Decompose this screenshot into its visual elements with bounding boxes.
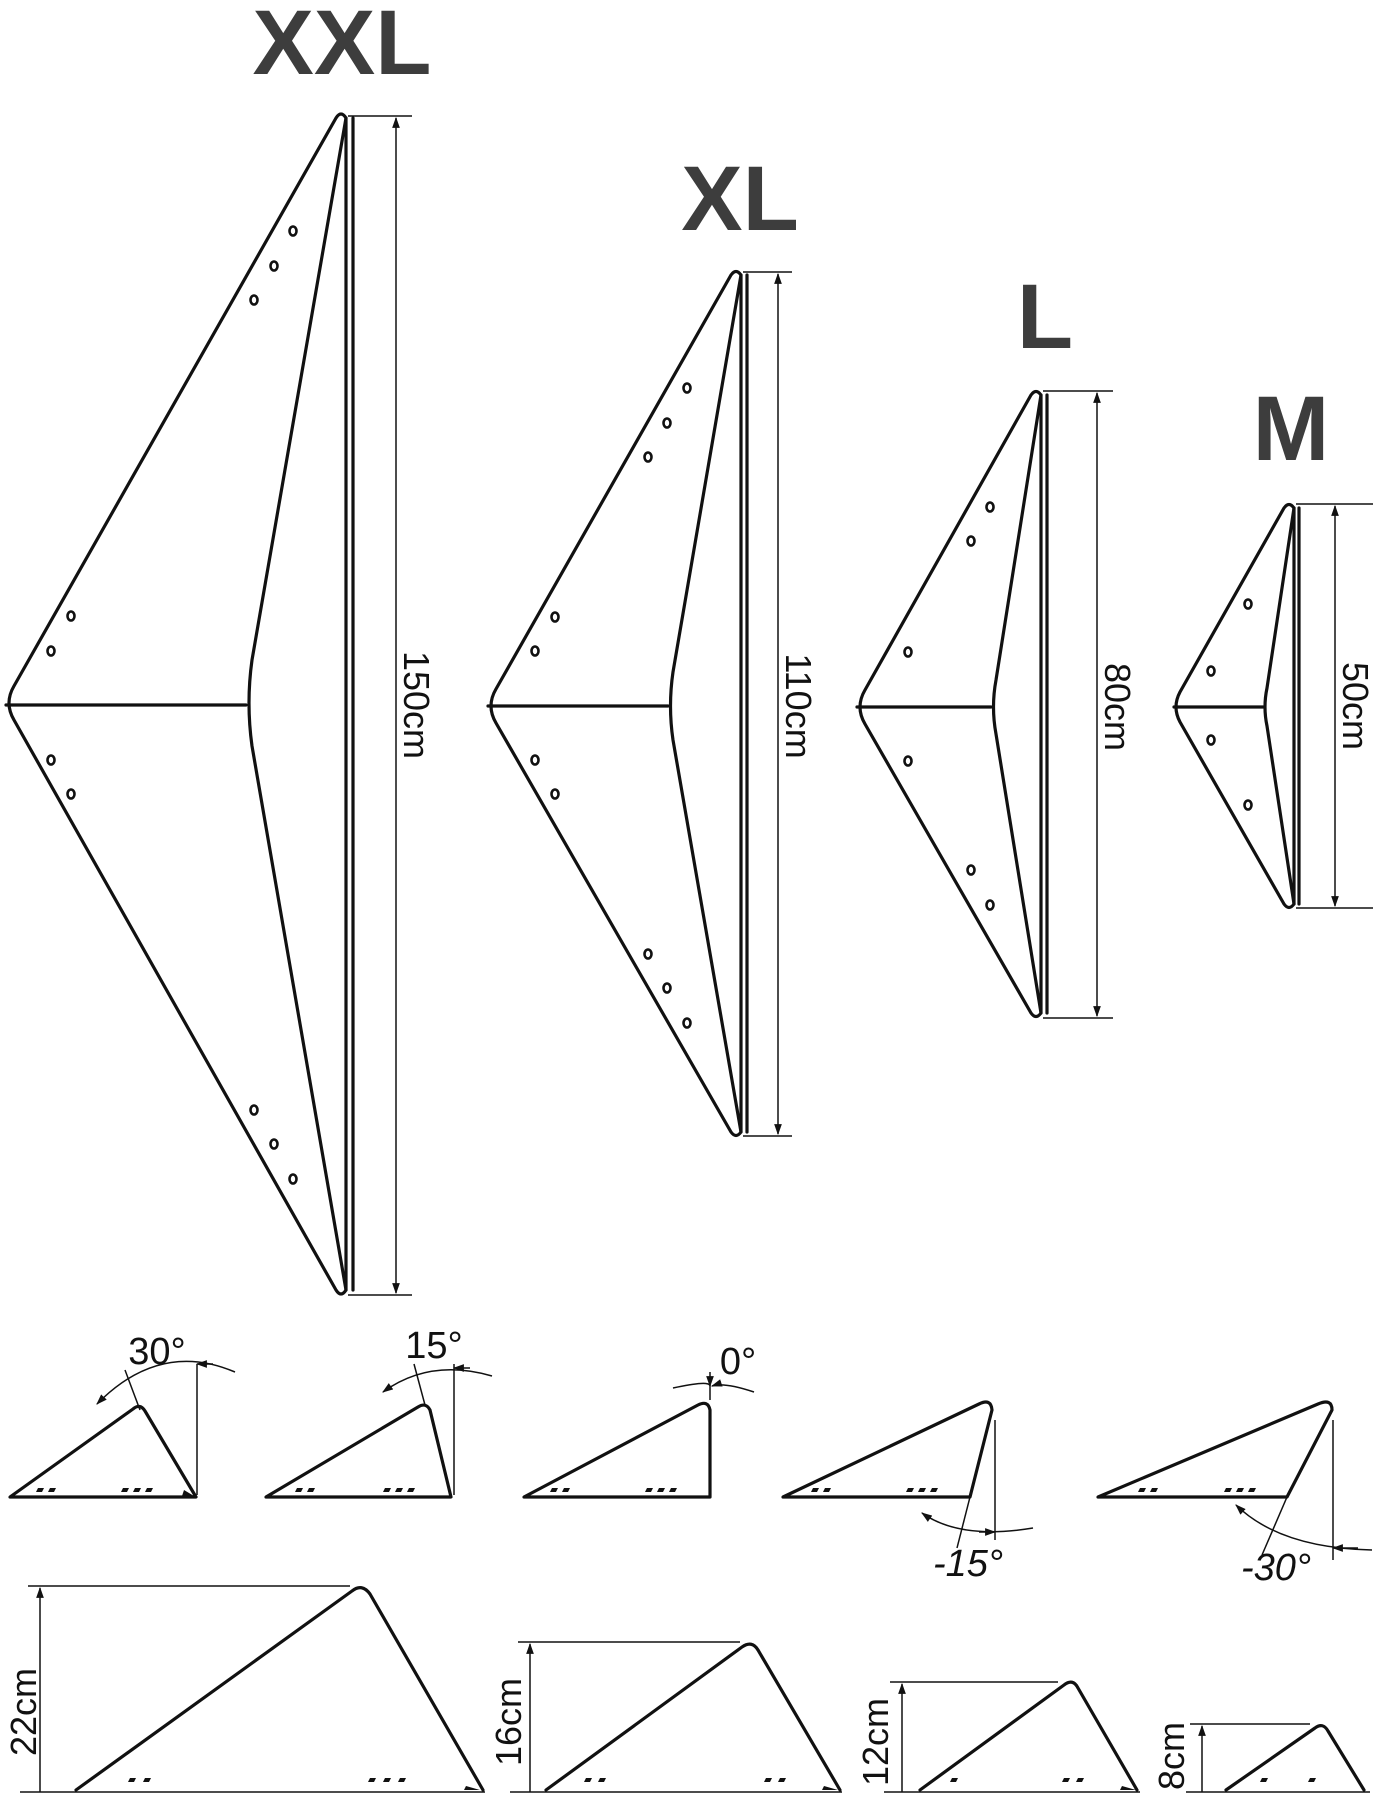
hold-m [1172,502,1373,910]
hold-xxl-screw-holes [46,225,298,1185]
angle-view-neg30: -30° [1096,1400,1373,1589]
hold-m-inner-ridge [1263,506,1296,906]
hold-m-screw-holes [1206,598,1253,811]
depth-label-22cm: 22cm [3,1668,44,1756]
hold-xxl-dimension [348,115,412,1296]
hold-xl-inner-ridge [668,273,743,1134]
height-label-xxl: 150cm [396,651,437,759]
hold-xl-screw-holes [530,382,692,1029]
angle-label-neg15: -15° [933,1543,1003,1585]
depth-profile-l: 12cm [855,1680,1140,1793]
angle-view-neg15: -15° [781,1400,1034,1585]
height-label-m: 50cm [1335,662,1376,750]
height-label-xl: 110cm [778,653,819,758]
hold-xl [486,269,792,1138]
angle-view-15: 15° [264,1325,493,1499]
hold-xxl-outline [7,112,348,1296]
hold-m-dimension [1296,503,1373,909]
hold-m-outline [1174,502,1296,910]
size-label-l: L [1017,266,1073,368]
angle-view-0: 0° [522,1341,756,1499]
hold-xxl-inner-ridge [247,116,348,1292]
angle-label-30: 30° [128,1331,185,1373]
size-label-m: M [1253,378,1330,480]
depth-profile-m: 8cm [1151,1722,1370,1793]
depth-label-12cm: 12cm [855,1698,896,1786]
hold-l-screw-holes [903,501,995,911]
hold-l [855,389,1113,1019]
depth-label-8cm: 8cm [1151,1722,1192,1790]
depth-label-16cm: 16cm [488,1678,529,1766]
angle-label-15: 15° [405,1325,462,1367]
angle-view-30: 30° [8,1331,236,1499]
hold-l-outline [858,389,1043,1019]
hold-xl-dimension [743,271,792,1137]
size-label-xl: XL [681,148,799,250]
hold-xl-outline [489,269,743,1138]
size-label-xxl: XXL [253,0,432,94]
hold-l-dimension [1043,390,1113,1019]
depth-profile-xl: 16cm [488,1641,842,1793]
depth-profile-xxl: 22cm [3,1585,485,1793]
angle-label-0: 0° [720,1341,756,1383]
hold-xxl [4,112,412,1296]
height-label-l: 80cm [1097,663,1138,751]
angle-label-neg30: -30° [1241,1547,1311,1589]
hold-l-inner-ridge [991,393,1043,1015]
